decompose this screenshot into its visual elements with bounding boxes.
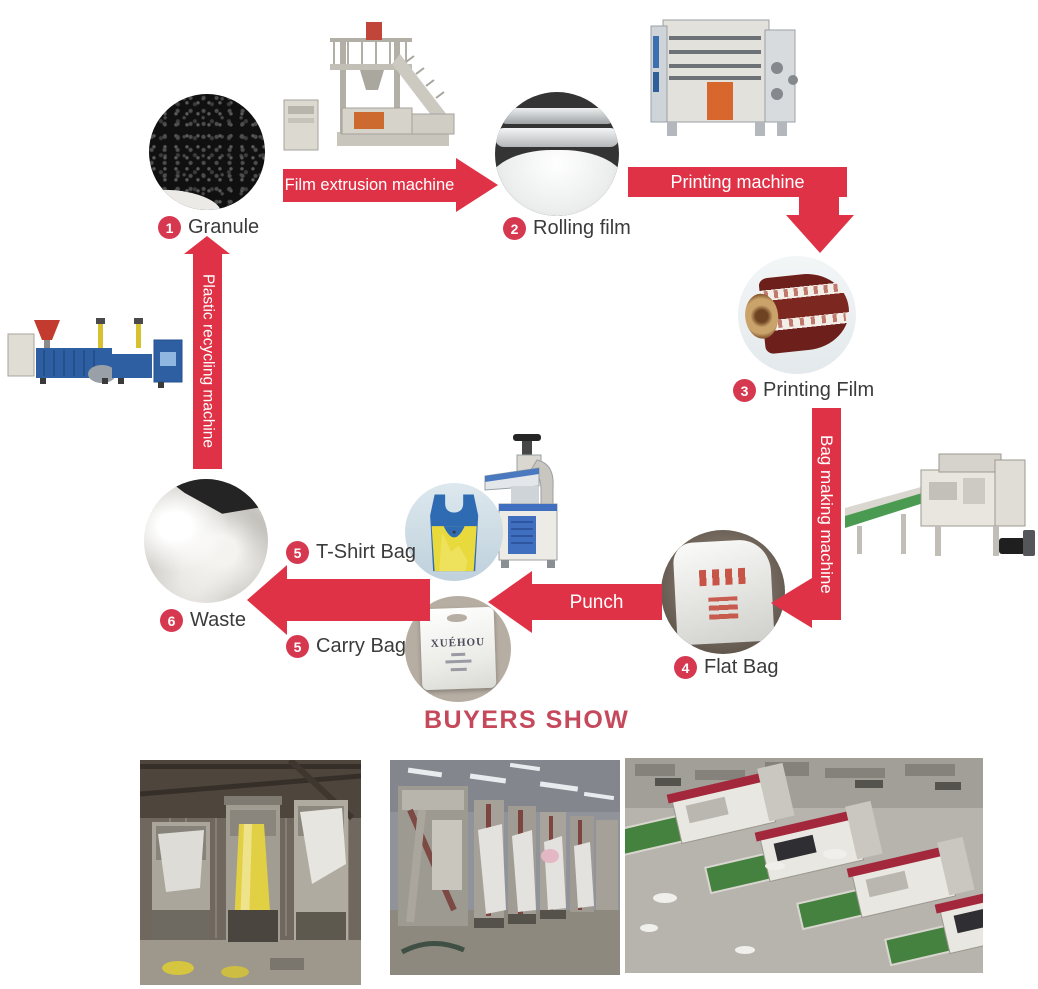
granule-paper-edge: [149, 185, 223, 210]
step-number-badge: 5: [286, 635, 309, 658]
step-number-badge: 6: [160, 609, 183, 632]
arrow-to-waste: [286, 579, 430, 621]
step-number-badge: 1: [158, 216, 181, 239]
arrowhead-left-icon: [488, 571, 532, 633]
arrow-label: Printing machine: [670, 172, 805, 192]
step-label-carry-bag: 5 Carry Bag: [286, 635, 406, 658]
arrow-bag-making: Bag making machine: [812, 408, 841, 620]
arrow-label: Plastic recycling machine: [199, 273, 217, 448]
bag-making-machine-image: [843, 448, 1038, 568]
arrow-label: Bag making machine: [817, 434, 836, 594]
granule-photo: [149, 94, 265, 210]
tshirt-bag-photo: [405, 483, 503, 581]
buyers-show-photo-1: [140, 760, 361, 985]
step-number-badge: 5: [286, 541, 309, 564]
punch-machine-image: [477, 432, 579, 574]
step-number-badge: 4: [674, 656, 697, 679]
arrow-punch: Punch: [531, 584, 662, 620]
step-label-rolling-film: 2 Rolling film: [503, 217, 631, 240]
bag-handle-cutout: [447, 613, 467, 622]
step-label-text: T-Shirt Bag: [316, 541, 417, 563]
arrow-label: Film extrusion machine: [284, 176, 455, 195]
step-label-text: Granule: [188, 216, 260, 238]
step-label-waste: 6 Waste: [160, 609, 246, 632]
step-label-flat-bag: 4 Flat Bag: [674, 656, 778, 679]
step-label-text: Printing Film: [763, 379, 875, 401]
buyers-show-photo-3: [625, 758, 983, 973]
arrowhead-up-icon: [184, 236, 230, 254]
buyers-show-photo-2: [390, 760, 620, 975]
step-label-granule: 1 Granule: [158, 216, 259, 239]
plastic-recycling-machine-image: [6, 312, 184, 398]
waste-photo: [144, 479, 268, 603]
step-number-badge: 2: [503, 217, 526, 240]
arrow-label: Punch: [569, 591, 624, 613]
step-label-text: Flat Bag: [704, 656, 779, 678]
arrowhead-right-icon: [456, 158, 498, 212]
step-label-text: Carry Bag: [316, 635, 407, 657]
step-label-text: Waste: [190, 609, 246, 631]
printing-film-photo: [738, 256, 856, 374]
step-label-tshirt-bag: 5 T-Shirt Bag: [286, 541, 416, 564]
rolling-film-photo: [495, 92, 619, 216]
arrowhead-left-icon: [771, 578, 812, 628]
arrow-printing: Printing machine: [628, 167, 847, 197]
step-label-printing-film: 3 Printing Film: [733, 379, 874, 402]
arrow-film-extrusion: Film extrusion machine: [283, 169, 456, 202]
step-label-text: Rolling film: [533, 217, 631, 239]
arrow-recycling: Plastic recycling machine: [193, 253, 222, 469]
arrowhead-left-icon: [247, 565, 287, 635]
printing-machine-image: [645, 6, 803, 150]
film-extrusion-machine-image: [282, 12, 462, 162]
flat-bag-photo: [661, 530, 785, 654]
buyers-show-title: BUYERS SHOW: [424, 706, 630, 734]
arrowhead-down-icon: [786, 215, 854, 253]
step-number-badge: 3: [733, 379, 756, 402]
carry-bag-brand-text: XUÉHOU: [430, 635, 486, 650]
